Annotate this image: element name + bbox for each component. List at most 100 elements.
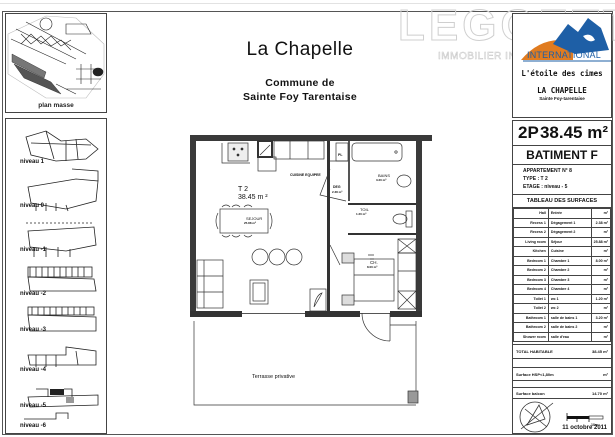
commune-line-1: Commune de: [265, 77, 335, 89]
wc-label: TOIL: [360, 207, 369, 212]
bedroom-label: CH.: [370, 260, 378, 265]
wall-bottom-right: [390, 311, 422, 317]
apartment-details: APPARTEMENT N° 8 TYPE : T 2 ETAGE : nive…: [513, 165, 611, 195]
surface-room-fr: wc 1: [547, 293, 592, 304]
surface-value: 2.38 m²: [590, 217, 612, 228]
shon-label: Surface HSP<1,80m: [516, 372, 554, 377]
balcony-label: Surface balcon: [516, 391, 545, 396]
surface-room-fr: Cuisine: [547, 246, 592, 257]
total-value: 38.45 m²: [591, 349, 608, 354]
wall-partition-main: [327, 141, 330, 311]
surface-room-fr: wc 2: [547, 303, 592, 314]
bains-area: 3.20 m²: [376, 178, 387, 182]
surface-room-fr: salle d'eau: [547, 331, 592, 342]
surface-room-fr: Entrée: [547, 208, 592, 219]
wall-bath: [348, 141, 350, 201]
surface-room-en: Toilet 2: [513, 303, 549, 314]
surface-room-fr: Dégagement 2: [547, 227, 592, 238]
pl-label: PL: [338, 153, 343, 157]
wall-wc-bottom: [348, 233, 416, 235]
drawing-date: 11 octobre 2011: [562, 425, 607, 431]
surface-room-fr: salle de bains 2: [547, 322, 592, 333]
scale-label: 10m: [591, 423, 599, 427]
sejour-area: 25.88 m²: [244, 221, 257, 225]
apartment-floor: ETAGE : niveau - 5: [523, 184, 568, 190]
deg-area: 2.38 m²: [332, 190, 343, 194]
surface-room-en: Bedroom 3: [513, 274, 549, 285]
compass-icon: [519, 401, 554, 433]
wall-top: [190, 135, 432, 141]
surface-room-en: Toilet 1: [513, 293, 549, 304]
building-label: BATIMENT F: [526, 148, 598, 162]
surface-value: 3.20 m²: [590, 312, 612, 323]
wall-left: [190, 135, 196, 317]
level-label-minus5: niveau -5: [20, 403, 47, 409]
level-label-minus3: niveau -3: [20, 327, 47, 333]
surfaces-title-row: TABLEAU DES SURFACES: [513, 195, 611, 208]
surface-value: m²: [590, 208, 612, 219]
terrace-label: Terrasse privative: [252, 374, 296, 380]
unit-info-panel: 2P 38.45 m² BATIMENT F APPARTEMENT N° 8 …: [512, 120, 612, 434]
surface-room-en: Bedroom 1: [513, 255, 549, 266]
window-bedroom: [360, 313, 390, 314]
apartment-type: TYPE : T 2: [523, 176, 548, 182]
surface-room-fr: Dégagement 1: [547, 217, 592, 228]
wall-wc-top: [348, 203, 416, 205]
project-name: L'étoile des cimes: [521, 69, 603, 78]
level-label-0: niveau 0: [20, 203, 45, 209]
bedroom-area: 8.00 m²: [367, 265, 378, 269]
unit-area: 38.45 m²: [539, 123, 608, 142]
window-living: [242, 313, 305, 314]
page-title: La Chapelle: [246, 39, 354, 60]
surface-value: m²: [590, 274, 612, 285]
surface-room-en: Bedroom 4: [513, 284, 549, 295]
surface-room-en: Bedroom 2: [513, 265, 549, 276]
project-location-sub: Sainte Foy-tarentaise: [539, 96, 585, 101]
commune-line-2: Sainte Foy Tarentaise: [242, 91, 358, 103]
level-label-minus1: niveau -1: [20, 247, 47, 253]
wall-bottom-mid: [305, 311, 360, 317]
living-area-label: 38.45 m ²: [238, 194, 268, 201]
shon-value: m²: [603, 372, 608, 377]
level-label-1: niveau 1: [20, 159, 45, 165]
surface-value: 1.20 m²: [590, 293, 612, 304]
surface-value: m²: [590, 284, 612, 295]
building-row: BATIMENT F: [513, 146, 611, 165]
total-row: TOTAL HABITABLE 38.45 m²: [513, 344, 611, 359]
apartment-number: APPARTEMENT N° 8: [523, 168, 572, 174]
kitchen-label: CUISINE EQUIPEE: [290, 173, 321, 177]
balcony-row: Surface balcon 14.70 m²: [513, 387, 611, 399]
project-location: LA CHAPELLE: [537, 86, 587, 95]
plan-fixtures: [193, 140, 419, 406]
level-label-minus4: niveau -4: [20, 367, 47, 373]
project-logo: [521, 18, 611, 62]
surface-value: m²: [590, 303, 612, 314]
surface-value: m²: [590, 265, 612, 276]
surface-room-fr: salle de bains 1: [547, 312, 592, 323]
surface-value: m²: [590, 246, 612, 257]
project-logo-text: INTERNATIONAL: [527, 50, 601, 60]
surface-room-en: Kitchen: [513, 246, 549, 257]
site-plan-panel: plan masse: [5, 13, 107, 113]
sejour-label: SEJOUR: [246, 216, 263, 221]
levels-panel: niveau 1 niveau 0 niveau -1 niveau -2 ni…: [5, 118, 107, 434]
top-rule: [0, 3, 615, 4]
shon-row: Surface HSP<1,80m m²: [513, 367, 611, 381]
scale-bar-icon: [566, 413, 604, 422]
surface-room-en: Bathroom 1: [513, 312, 549, 323]
wall-bottom-left: [190, 311, 242, 317]
levels-drawings: [24, 130, 99, 420]
surfaces-title: TABLEAU DES SURFACES: [526, 198, 598, 204]
project-info-panel: INTERNATIONAL L'étoile des cimes LA CHAP…: [512, 13, 612, 118]
surface-value: m²: [590, 227, 612, 238]
site-plan-label: plan masse: [38, 102, 74, 109]
